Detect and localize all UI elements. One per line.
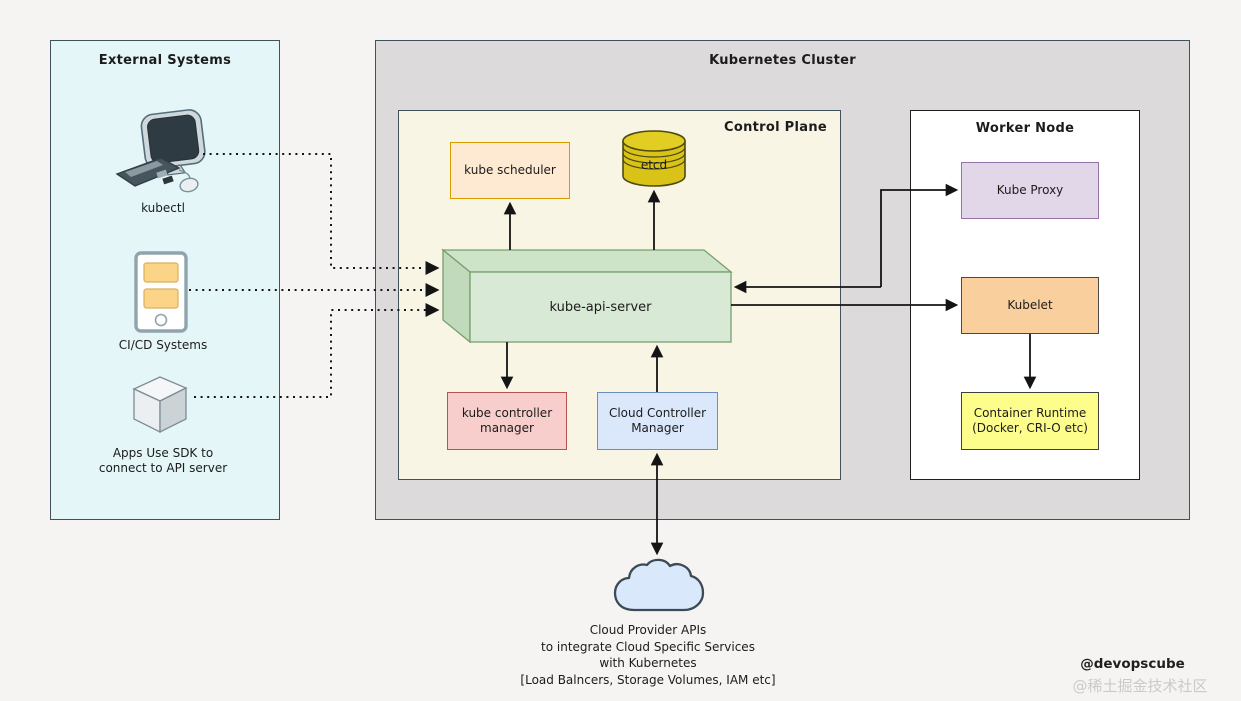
etcd-label: etcd [640,158,668,172]
computer-icon [113,108,213,202]
kubernetes-cluster-title: Kubernetes Cluster [709,53,856,68]
kubelet-label: Kubelet [1007,298,1053,312]
control-plane-title: Control Plane [724,120,827,135]
kube-controller-manager-node: kube controller manager [447,392,567,450]
community-watermark: @稀土掘金技术社区 [1072,677,1208,695]
cloud-caption-line1: Cloud Provider APIs [589,623,707,637]
cloud-caption-line2: to integrate Cloud Specific Services [541,639,755,654]
ccm-label-line1: Cloud Controller [608,406,707,420]
devopscube-watermark: @devopscube [1080,656,1185,672]
kcm-label-line1: kube controller [461,406,553,420]
kube-proxy-node: Kube Proxy [961,162,1099,219]
kubelet-node: Kubelet [961,277,1099,334]
runtime-label-line2: (Docker, CRI-O etc) [972,421,1088,435]
cloud-provider-caption: Cloud Provider APIs to integrate Cloud S… [500,622,796,688]
sdk-apps-label-line1: Apps Use SDK to [112,446,214,460]
runtime-label-line1: Container Runtime [973,406,1087,420]
cloud-icon [613,558,705,612]
kube-proxy-label: Kube Proxy [996,183,1064,197]
cloud-caption-line4: [Load Balncers, Storage Volumes, IAM etc… [520,672,776,687]
cicd-label: CI/CD Systems [118,338,208,352]
cloud-caption-line3: with Kubernetes [599,656,697,670]
sdk-apps-label: Apps Use SDK to connect to API server [78,446,248,476]
cloud-controller-manager-node: Cloud Controller Manager [597,392,718,450]
phone-icon [134,251,188,333]
external-systems-title: External Systems [98,53,232,68]
kube-api-server-label: kube-api-server [549,299,652,315]
kube-scheduler-node: kube scheduler [450,142,570,199]
sdk-apps-label-line2: connect to API server [98,461,228,475]
container-runtime-node: Container Runtime (Docker, CRI-O etc) [961,392,1099,450]
kube-scheduler-label: kube scheduler [464,163,556,177]
worker-node-title: Worker Node [975,121,1075,136]
kcm-label-line2: manager [480,421,534,435]
kubectl-label: kubectl [141,201,185,215]
cube-icon [127,372,193,436]
ccm-label-line2: Manager [631,421,684,435]
